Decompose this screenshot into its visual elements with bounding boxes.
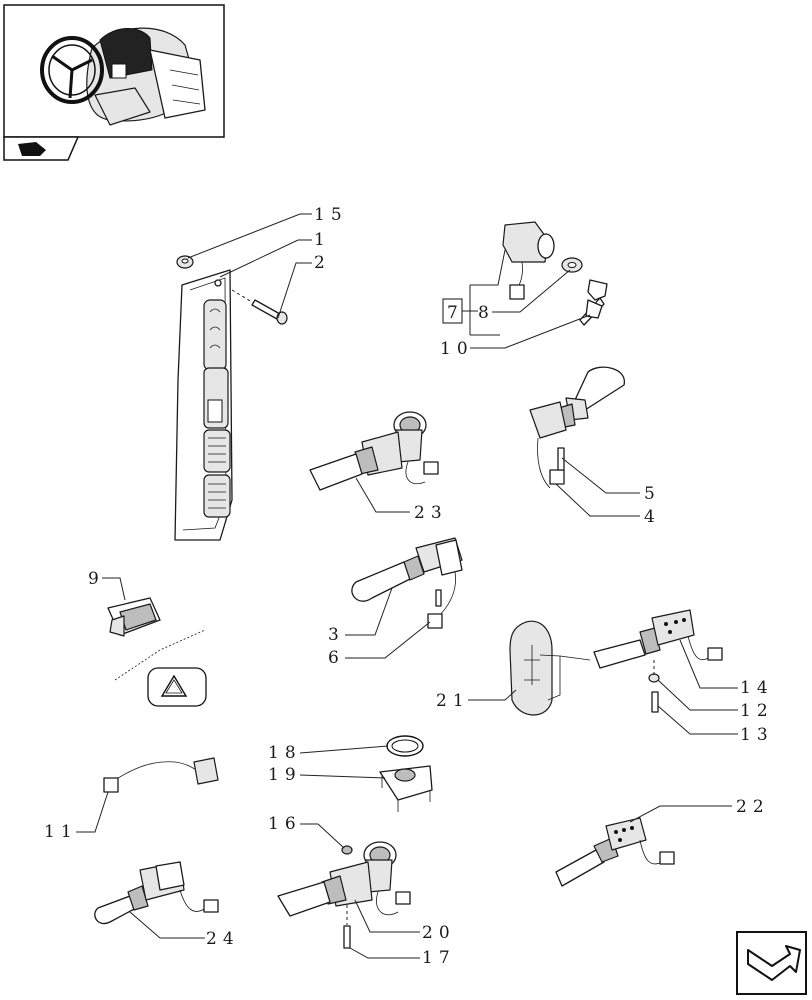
cable-harness-part-11 <box>103 757 219 793</box>
lever-switch-part-23 <box>309 411 439 491</box>
callout-20: 20 <box>422 923 456 943</box>
thumbnail-view <box>3 4 225 161</box>
lever-decal-part-21 <box>509 620 553 716</box>
rocker-switch-part-9 <box>107 597 161 637</box>
callout-15: 15 <box>314 205 348 225</box>
nut-part-15 <box>176 255 194 269</box>
callout-14: 14 <box>740 678 774 698</box>
ignition-key-switch <box>502 221 608 326</box>
lever-switch-parts-12-14 <box>593 609 723 713</box>
callout-22: 22 <box>736 797 770 817</box>
next-page-arrow-icon[interactable] <box>736 931 807 995</box>
pillar-switch-panel <box>174 269 233 541</box>
callout-23: 23 <box>414 503 448 523</box>
leader-lines <box>76 213 738 959</box>
callout-9: 9 <box>88 569 105 589</box>
callout-8: 8 <box>478 303 495 323</box>
callout-12: 12 <box>740 701 774 721</box>
lever-switch-part-22 <box>555 817 675 887</box>
screw-part-2 <box>251 299 288 325</box>
callout-3: 3 <box>328 625 345 645</box>
ring-part-18 <box>386 735 424 757</box>
callout-4: 4 <box>644 507 661 527</box>
lever-switch-parts-16-20 <box>277 841 411 949</box>
callout-2: 2 <box>314 253 331 273</box>
callout-18: 18 <box>268 743 302 763</box>
callout-11: 11 <box>44 822 78 842</box>
callout-7: 7 <box>447 303 464 323</box>
callout-1: 1 <box>314 230 331 250</box>
hazard-button <box>147 667 207 707</box>
callout-5: 5 <box>644 484 661 504</box>
callout-13: 13 <box>740 725 774 745</box>
callout-21: 21 <box>436 691 470 711</box>
callout-19: 19 <box>268 765 302 785</box>
flange-part-19 <box>379 765 433 812</box>
cab-steering-wheel-illustration <box>40 27 206 126</box>
callout-labels: 15 1 2 7 8 10 5 4 23 9 3 6 21 14 12 13 1… <box>44 205 774 968</box>
hazard-triangle-icon <box>160 674 188 697</box>
callout-17: 17 <box>422 948 456 968</box>
callout-10: 10 <box>440 339 474 359</box>
lever-switch-parts-3-6 <box>351 537 463 629</box>
callout-6: 6 <box>328 648 345 668</box>
callout-24: 24 <box>206 929 240 949</box>
lever-switch-part-24 <box>94 861 219 925</box>
callout-16: 16 <box>268 814 302 834</box>
section-tab-glyph <box>18 142 46 156</box>
lever-switch-parts-4-5 <box>529 366 625 489</box>
